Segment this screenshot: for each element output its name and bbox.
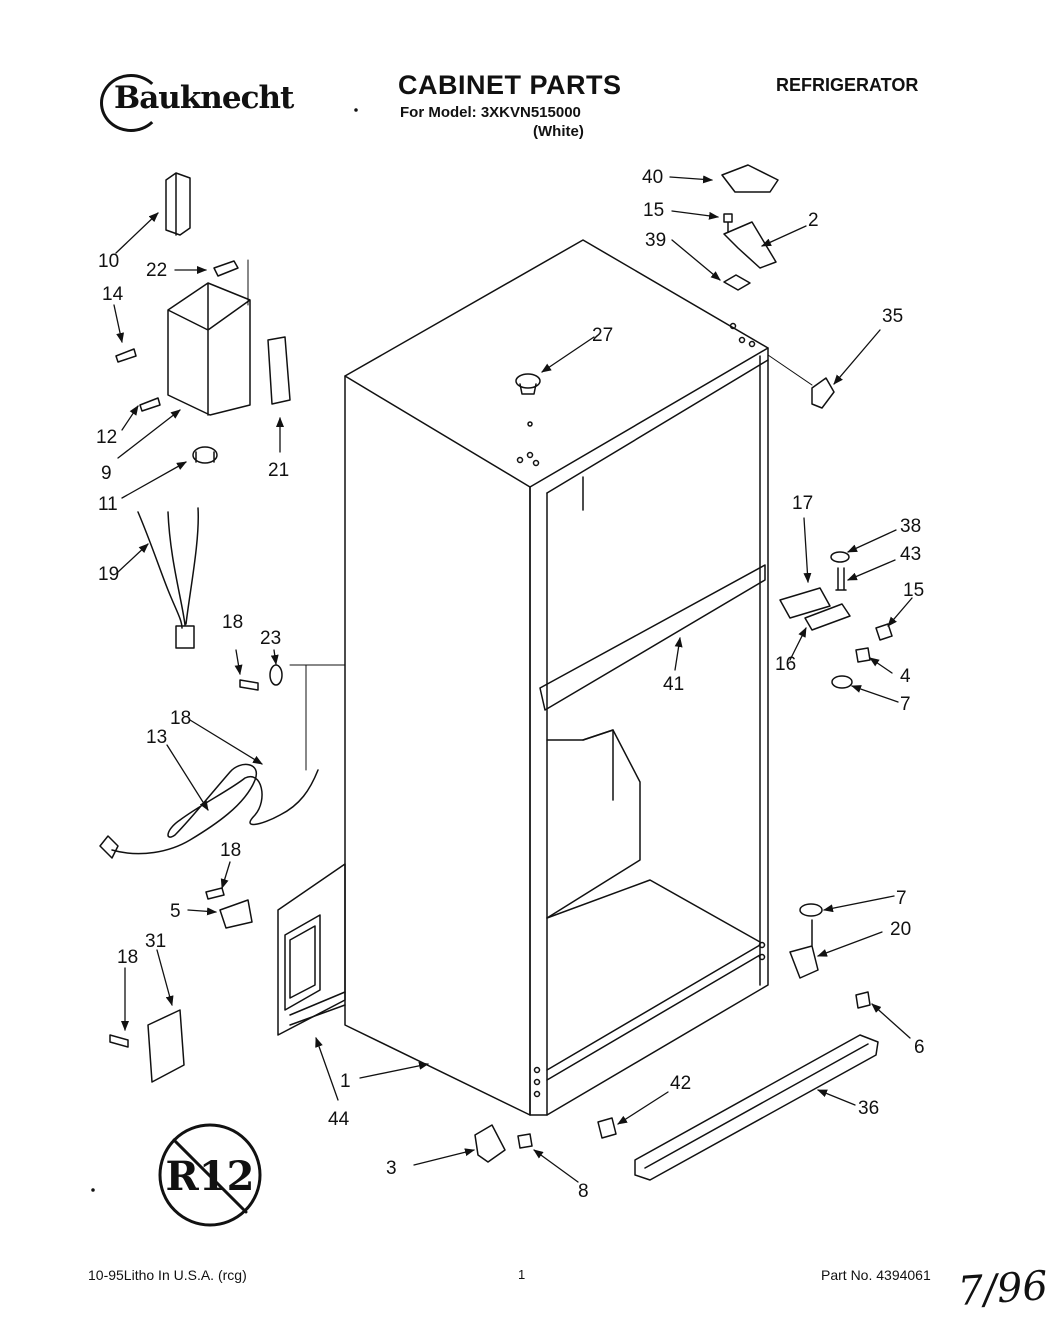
- bottom-hinge-20: [789, 919, 819, 979]
- nut-4: [855, 647, 871, 663]
- back-panel-44: [277, 863, 346, 1036]
- hinge-screw-top: [723, 213, 733, 233]
- hinge-shim: [723, 274, 751, 291]
- callout-42: 42: [670, 1073, 691, 1094]
- callout-20: 20: [890, 919, 911, 940]
- callout-4: 4: [900, 666, 911, 687]
- cabinet-shell: [344, 239, 769, 1116]
- wire-harness-19: [137, 507, 200, 649]
- page-number: 1: [518, 1267, 526, 1282]
- hinge-pin-cover: [811, 377, 835, 409]
- callout-22: 22: [146, 260, 167, 281]
- callout-1: 1: [340, 1071, 351, 1092]
- cover-31: [147, 1009, 185, 1083]
- thermostat-knob-10: [165, 172, 191, 236]
- callout-21: 21: [268, 460, 289, 481]
- callout-15: 15: [643, 200, 664, 221]
- part-number: Part No. 4394061: [821, 1267, 931, 1283]
- model-line: For Model: 3XKVN515000: [400, 104, 581, 121]
- washer-38: [830, 551, 850, 563]
- print-info: 10-95Litho In U.S.A. (rcg): [88, 1267, 247, 1283]
- screw-12: [139, 397, 161, 412]
- callout-16: 16: [775, 654, 796, 675]
- model-variant: (White): [533, 123, 584, 140]
- callout-18-b: 18: [170, 708, 191, 729]
- logo-ring: [100, 74, 162, 132]
- callout-38: 38: [900, 516, 921, 537]
- screw-22: [213, 260, 239, 277]
- screw-18-bottom: [109, 1034, 129, 1048]
- screw-18-mid: [205, 887, 225, 900]
- hinge-cover: [721, 164, 779, 193]
- top-plug: [515, 373, 541, 389]
- screw-6: [855, 991, 871, 1009]
- callout-43: 43: [900, 544, 921, 565]
- power-cord-13: [99, 763, 319, 859]
- callout-10: 10: [98, 251, 119, 272]
- callout-8: 8: [578, 1181, 589, 1202]
- washer-7-bottom: [799, 903, 823, 917]
- callout-12: 12: [96, 427, 117, 448]
- callout-40: 40: [642, 167, 663, 188]
- callout-labels: 40 15 2 39 35 27 10 22 14 12 9 21 11 19 …: [96, 167, 925, 1202]
- top-hinge: [723, 221, 777, 269]
- hinge-pin-43: [835, 567, 847, 591]
- leader-lines: [113, 175, 913, 1183]
- callout-2: 2: [808, 210, 819, 231]
- screw-14: [115, 348, 137, 363]
- brand-name: Bauknecht: [114, 80, 294, 116]
- screw-18-top: [239, 679, 259, 691]
- callout-14: 14: [102, 284, 124, 305]
- callout-36: 36: [858, 1098, 879, 1119]
- callout-39: 39: [645, 230, 666, 251]
- screw-8: [517, 1133, 533, 1149]
- callout-18-d: 18: [117, 947, 138, 968]
- rail-44: [289, 991, 346, 1026]
- control-knob-21: [267, 336, 291, 405]
- callout-11: 11: [98, 494, 118, 515]
- divider-rail: [539, 564, 766, 711]
- toe-grille-36: [634, 1034, 879, 1181]
- r12-badge: R12: [158, 1123, 262, 1227]
- light-socket-11: [192, 446, 218, 464]
- callout-27: 27: [592, 325, 613, 346]
- callout-7-bottom: 7: [896, 888, 907, 909]
- callout-44: 44: [328, 1109, 350, 1130]
- page-title: CABINET PARTS: [398, 70, 622, 100]
- callout-5: 5: [170, 901, 181, 922]
- cord-clamp-23: [269, 664, 283, 686]
- callout-3: 3: [386, 1158, 397, 1179]
- middle-hinge-16: [804, 603, 851, 631]
- bracket-5: [219, 899, 253, 929]
- callout-15-mid: 15: [903, 580, 924, 601]
- screw-15-mid: [875, 623, 893, 641]
- leveler-3: [474, 1124, 506, 1163]
- grille-clip-42: [597, 1117, 617, 1139]
- brand-logo: Bauknecht: [100, 72, 320, 132]
- callout-13: 13: [146, 727, 167, 748]
- callout-9: 9: [101, 463, 112, 484]
- callout-18-a: 18: [222, 612, 243, 633]
- callout-7-top: 7: [900, 694, 911, 715]
- callout-17: 17: [792, 493, 813, 514]
- callout-6: 6: [914, 1037, 925, 1058]
- callout-35: 35: [882, 306, 903, 327]
- washer-7-top: [831, 675, 853, 689]
- callout-31: 31: [145, 931, 166, 952]
- callout-41: 41: [663, 674, 684, 695]
- callout-23: 23: [260, 628, 281, 649]
- category-label: REFRIGERATOR: [776, 75, 919, 95]
- control-box-9: [167, 282, 251, 416]
- callout-18-c: 18: [220, 840, 241, 861]
- callout-19: 19: [98, 564, 119, 585]
- handwritten-date: 7/96: [956, 1262, 1050, 1316]
- hinge-bracket-17: [779, 587, 831, 619]
